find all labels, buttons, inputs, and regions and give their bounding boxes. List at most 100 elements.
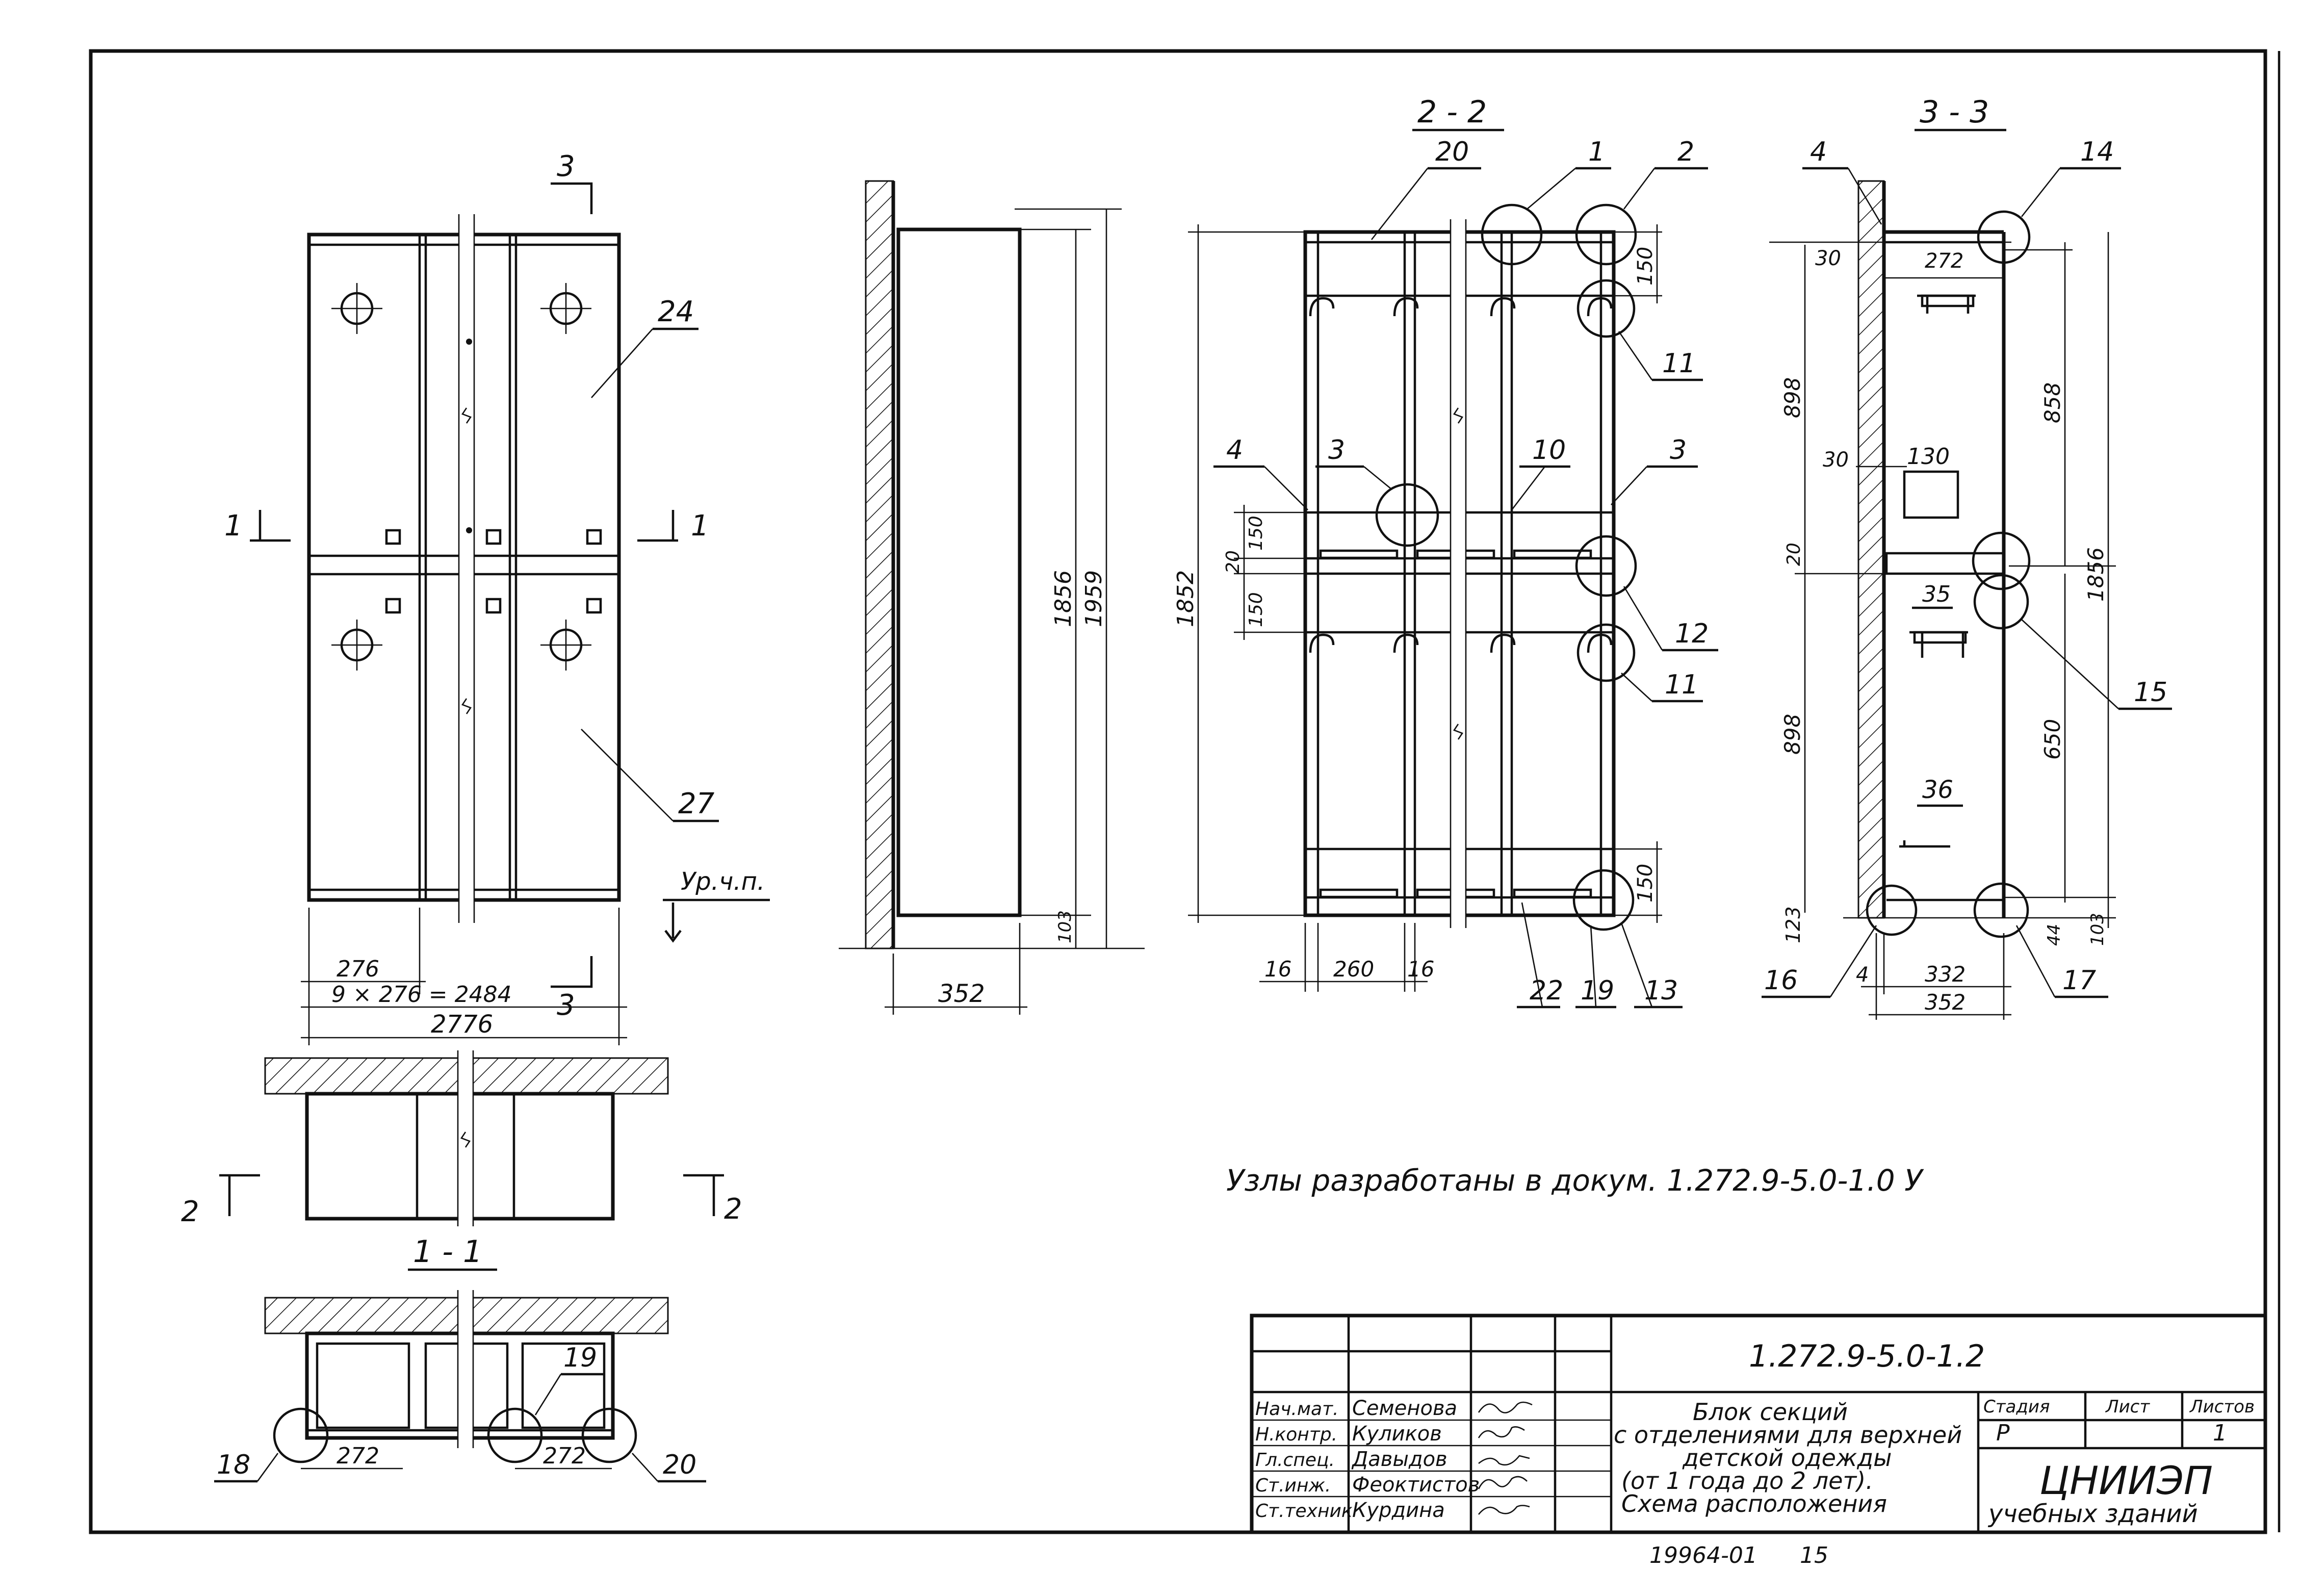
tb-name-0: Семенова bbox=[1352, 1397, 1457, 1420]
tb-name-1: Куликов bbox=[1352, 1422, 1442, 1446]
leader-19-s11: 19 bbox=[563, 1343, 597, 1373]
plan-view: 2 2 bbox=[181, 1050, 742, 1228]
title-block: Нач.мат. Н.контр. Гл.спец. Ст.инж. Ст.те… bbox=[1250, 1314, 2267, 1534]
cut-mark-2-right: 2 bbox=[724, 1193, 742, 1226]
dim-1856-s33: 1856 bbox=[2083, 547, 2108, 602]
leader-24: 24 bbox=[658, 295, 694, 328]
page-number: 15 bbox=[1800, 1542, 1828, 1568]
leader-19-s22: 19 bbox=[1581, 975, 1614, 1006]
tb-title-line-2: детской одежды bbox=[1682, 1444, 1892, 1472]
leader-10: 10 bbox=[1532, 435, 1566, 466]
dim-1959: 1959 bbox=[1081, 570, 1107, 627]
label-130: 130 bbox=[1907, 444, 1950, 470]
tb-role-1: Н.контр. bbox=[1255, 1424, 1337, 1445]
dim-16-left: 16 bbox=[1264, 957, 1291, 982]
leader-22: 22 bbox=[1530, 975, 1563, 1006]
dim-103-s33: 103 bbox=[2087, 913, 2108, 946]
dim-150-bottom: 150 bbox=[1634, 864, 1657, 903]
dim-30-top: 30 bbox=[1815, 247, 1841, 270]
tb-sheets-value: 1 bbox=[2213, 1420, 2227, 1446]
section-3-3: 3 - 3 130 35 36 4 14 15 bbox=[1762, 94, 2172, 1020]
leader-3-right: 3 bbox=[1670, 435, 1687, 466]
dim-650: 650 bbox=[2040, 719, 2065, 760]
dim-898-lower: 898 bbox=[1780, 714, 1805, 755]
dim-352-side: 352 bbox=[938, 980, 985, 1008]
leader-4-s33: 4 bbox=[1810, 137, 1827, 167]
dim-272-left: 272 bbox=[337, 1443, 379, 1469]
tb-name-2: Давыдов bbox=[1351, 1448, 1447, 1471]
label-35: 35 bbox=[1922, 581, 1951, 607]
tb-stage-value: Р bbox=[1996, 1420, 2010, 1446]
front-view: 3 1 1 3 24 27 Ур.ч.п. 276 9 × 276 = 2484… bbox=[224, 150, 770, 1045]
cut-mark-1-right: 1 bbox=[691, 509, 709, 543]
dim-272-s33: 272 bbox=[1925, 249, 1963, 273]
leader-17: 17 bbox=[2062, 965, 2096, 996]
leader-20-s11: 20 bbox=[663, 1450, 696, 1480]
cut-mark-1-left: 1 bbox=[224, 509, 243, 543]
tb-role-3: Ст.инж. bbox=[1255, 1475, 1331, 1496]
leader-11-bottom: 11 bbox=[1665, 670, 1698, 700]
leader-15: 15 bbox=[2134, 677, 2167, 708]
tb-title-line-1: с отделениями для верхней bbox=[1614, 1421, 1962, 1449]
dim-9x276: 9 × 276 = 2484 bbox=[331, 982, 512, 1008]
level-mark: Ур.ч.п. bbox=[681, 867, 765, 896]
section-1-1: 1 - 1 19 18 20 272 272 bbox=[214, 1234, 706, 1483]
dim-858: 858 bbox=[2040, 382, 2065, 423]
cut-mark-3-top: 3 bbox=[557, 150, 575, 183]
dim-103-side: 103 bbox=[1055, 910, 1075, 943]
tb-org-sub: учебных зданий bbox=[1987, 1500, 2198, 1528]
section-3-3-title: 3 - 3 bbox=[1920, 94, 1989, 130]
dim-272-right: 272 bbox=[543, 1443, 586, 1469]
dim-20-s33: 20 bbox=[1783, 543, 1804, 566]
signatures bbox=[1478, 1401, 1533, 1515]
leader-3-left: 3 bbox=[1328, 435, 1345, 466]
tb-org-name: ЦНИИЭП bbox=[2039, 1458, 2213, 1503]
dim-4: 4 bbox=[1856, 963, 1869, 987]
tb-role-2: Гл.спец. bbox=[1255, 1450, 1335, 1471]
section-2-2-title: 2 - 2 bbox=[1417, 94, 1487, 130]
tb-title-line-4: Схема расположения bbox=[1621, 1490, 1887, 1517]
leader-4-s22: 4 bbox=[1226, 435, 1243, 466]
leader-1: 1 bbox=[1588, 137, 1605, 167]
dim-44: 44 bbox=[2044, 924, 2064, 946]
dim-150-lower: 150 bbox=[1246, 592, 1266, 627]
tb-title-line-0: Блок секций bbox=[1693, 1398, 1848, 1426]
dim-1856-side: 1856 bbox=[1050, 570, 1076, 627]
leader-18: 18 bbox=[217, 1450, 250, 1480]
note-text: Узлы разработаны в докум. 1.272.9-5.0-1.… bbox=[1226, 1163, 1924, 1198]
dim-260: 260 bbox=[1333, 957, 1374, 982]
tb-title-line-3: (от 1 года до 2 лет). bbox=[1621, 1467, 1873, 1495]
tb-designation: 1.272.9-5.0-1.2 bbox=[1749, 1338, 1985, 1374]
dim-150-upper: 150 bbox=[1246, 516, 1266, 551]
dim-352-s33: 352 bbox=[1925, 990, 1966, 1015]
dim-123: 123 bbox=[1782, 906, 1804, 943]
leader-13: 13 bbox=[1644, 975, 1678, 1006]
leader-2: 2 bbox=[1677, 137, 1694, 167]
dim-2776: 2776 bbox=[431, 1010, 493, 1039]
side-view: 1856 1959 103 352 bbox=[839, 180, 1145, 1015]
dim-30-mid: 30 bbox=[1823, 448, 1849, 472]
cut-mark-3-bottom: 3 bbox=[557, 989, 575, 1022]
tb-role-4: Ст.техник bbox=[1255, 1501, 1353, 1522]
leader-14: 14 bbox=[2080, 137, 2114, 167]
section-2-2: 2 - 2 bbox=[1173, 94, 1718, 1009]
dim-898-upper: 898 bbox=[1780, 377, 1805, 418]
leader-16: 16 bbox=[1764, 965, 1798, 996]
section-1-1-title: 1 - 1 bbox=[413, 1234, 482, 1270]
tb-role-0: Нач.мат. bbox=[1255, 1399, 1338, 1420]
leader-20-s22: 20 bbox=[1435, 137, 1469, 167]
dim-150-top: 150 bbox=[1634, 247, 1657, 286]
leader-11-top: 11 bbox=[1662, 348, 1696, 379]
dim-1852: 1852 bbox=[1173, 570, 1199, 627]
label-36: 36 bbox=[1922, 776, 1953, 804]
dim-20-mid: 20 bbox=[1223, 550, 1244, 574]
tb-name-4: Курдина bbox=[1352, 1499, 1445, 1522]
leader-27: 27 bbox=[678, 787, 715, 820]
archive-number: 19964-01 bbox=[1649, 1542, 1757, 1568]
tb-sheets-header: Листов bbox=[2189, 1397, 2255, 1417]
dim-332: 332 bbox=[1925, 962, 1966, 987]
tb-name-3: Феоктистов bbox=[1352, 1473, 1480, 1497]
leader-12: 12 bbox=[1675, 619, 1709, 649]
sheet-frame bbox=[89, 49, 2267, 1534]
